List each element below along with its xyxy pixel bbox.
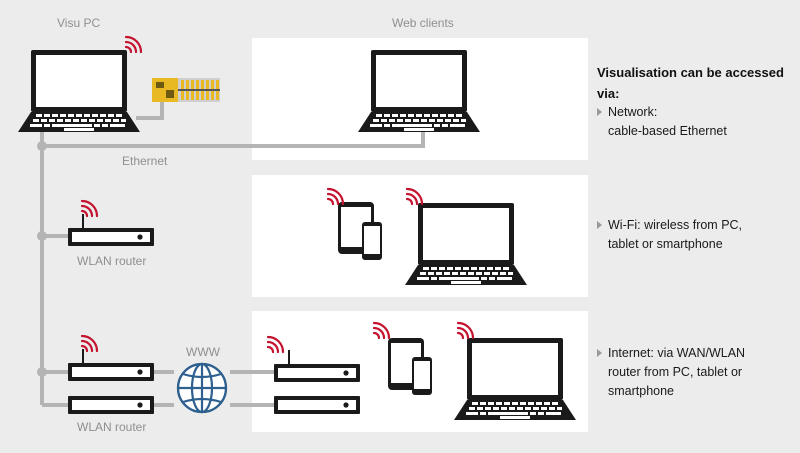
wlan-router-icon	[68, 214, 154, 246]
wireless-signal-icon	[80, 199, 99, 218]
visu-pc-label: Visu PC	[57, 16, 101, 30]
wlan-router-label: WLAN router	[77, 420, 147, 434]
bullet-arrow-icon	[597, 108, 602, 116]
phone-icon	[362, 222, 382, 260]
globe-icon	[176, 362, 228, 414]
ethernet-label: Ethernet	[122, 154, 168, 168]
wifi-laptop-icon	[405, 203, 527, 285]
wlan-router-icon	[68, 349, 154, 381]
www-label: WWW	[186, 345, 220, 359]
web-client-laptop-icon	[358, 50, 480, 132]
phone-icon	[412, 357, 432, 395]
ethernet-cables	[40, 100, 425, 407]
wan-router-icon	[68, 396, 154, 414]
item-line: tablet or smartphone	[608, 237, 723, 251]
sidebar-title: Visualisation can be accessed via:	[597, 65, 784, 101]
wlan-router-label: WLAN router	[77, 254, 147, 268]
bullet-arrow-icon	[597, 221, 602, 229]
bullet-arrow-icon	[597, 349, 602, 357]
wireless-signal-icon	[80, 334, 99, 353]
item-line: router from PC, tablet or	[608, 365, 743, 379]
cable-junctions	[37, 141, 47, 377]
controller-icon	[152, 78, 220, 102]
item-line: Network:	[608, 105, 658, 119]
sidebar-item-network: Network: cable-based Ethernet	[597, 103, 792, 141]
internet-laptop-icon	[454, 338, 576, 420]
item-line: Wi-Fi: wireless from PC,	[608, 218, 743, 232]
web-clients-label: Web clients	[392, 16, 454, 30]
wireless-signal-icon	[124, 35, 143, 54]
remote-wan-router-icon	[274, 396, 360, 414]
sidebar-item-internet: Internet: via WAN/WLAN router from PC, t…	[597, 344, 792, 401]
visu-pc-laptop-icon	[18, 50, 140, 132]
item-line: smartphone	[608, 384, 675, 398]
item-line: cable-based Ethernet	[608, 124, 727, 138]
item-line: Internet: via WAN/WLAN	[608, 346, 746, 360]
sidebar-item-wifi: Wi-Fi: wireless from PC, tablet or smart…	[597, 216, 792, 254]
